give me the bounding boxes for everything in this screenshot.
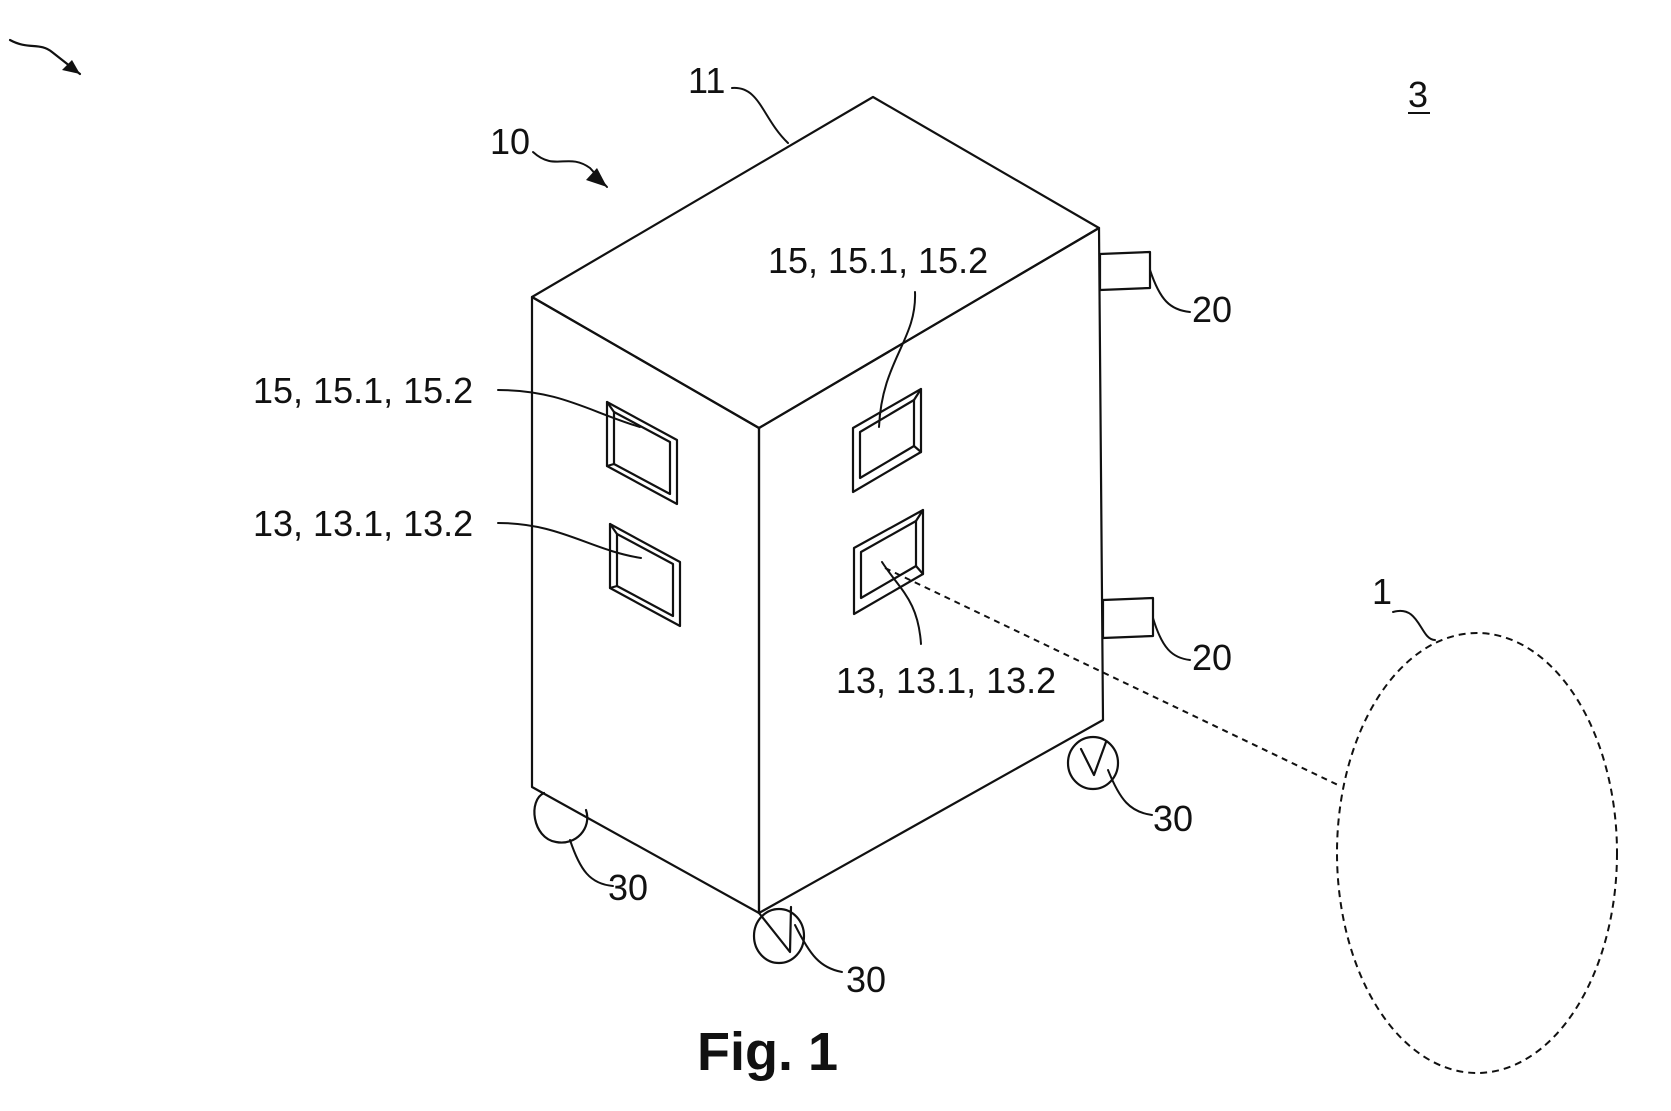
window-lower-right — [854, 510, 923, 614]
housing-right-face — [759, 228, 1103, 913]
connector-lower — [1103, 598, 1153, 638]
housing-box — [532, 97, 1103, 913]
label-target-area: 1 — [1372, 571, 1392, 612]
figure-caption: Fig. 1 — [697, 1022, 838, 1082]
leader-20-upper — [1150, 270, 1190, 312]
window-upper-left — [607, 402, 677, 504]
label-window-upper-left: 15, 15.1, 15.2 — [253, 370, 473, 411]
target-area-ellipse — [1337, 633, 1617, 1073]
label-wheel-left: 30 — [608, 867, 648, 908]
arrow-10 — [586, 168, 607, 187]
label-housing: 11 — [688, 60, 725, 101]
system-arrow — [10, 40, 80, 74]
window-lower-left — [610, 524, 680, 626]
label-connector-upper: 20 — [1192, 289, 1232, 330]
label-window-upper-right: 15, 15.1, 15.2 — [768, 240, 988, 281]
label-device: 10 — [490, 121, 530, 162]
connector-upper — [1100, 252, 1150, 290]
leader-30-left — [570, 840, 613, 886]
label-window-lower-left: 13, 13.1, 13.2 — [253, 503, 473, 544]
wheel-right — [1068, 737, 1118, 789]
wheel-front — [754, 907, 804, 963]
label-system: 3 — [1408, 74, 1428, 115]
window-upper-right — [853, 389, 921, 492]
leader-1 — [1393, 611, 1435, 640]
leader-11 — [732, 88, 788, 143]
leader-20-lower — [1153, 618, 1190, 660]
label-wheel-right: 30 — [1153, 798, 1193, 839]
label-wheel-front: 30 — [846, 959, 886, 1000]
leader-15-right — [879, 292, 915, 427]
wheel-left — [534, 793, 587, 843]
label-connector-lower: 20 — [1192, 637, 1232, 678]
housing-left-face — [532, 297, 759, 913]
label-window-lower-right: 13, 13.1, 13.2 — [836, 660, 1056, 701]
